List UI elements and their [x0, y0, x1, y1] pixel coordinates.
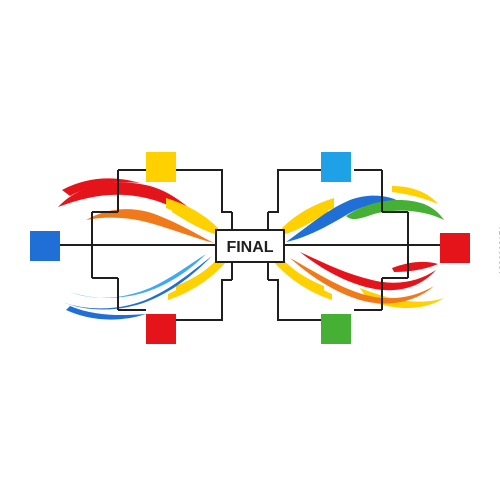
- ribbon-yellow-upper-right-tail: [392, 186, 438, 204]
- top-left-yellow-square: [146, 152, 176, 182]
- final-box-frame: [215, 229, 285, 263]
- final-label: FINAL: [226, 239, 273, 256]
- ribbon-blue-lower-left-tail: [66, 306, 146, 320]
- ribbon-red-lower-right-tail: [392, 261, 438, 272]
- bottom-right-green-square: [321, 314, 351, 344]
- bracket-left-inner-top: [176, 169, 232, 213]
- bracket-right-inner-bottom: [268, 279, 322, 321]
- left-blue-square: [30, 231, 60, 261]
- final-box: FINAL: [215, 229, 285, 263]
- bracket-lines: [58, 169, 442, 321]
- ribbon-red-lower-right: [300, 252, 436, 291]
- bracket-left-inner-bottom: [176, 279, 232, 321]
- bottom-left-red-square: [146, 314, 176, 344]
- bracket-right-inner-top: [268, 169, 322, 213]
- ribbon-lightblue-lower-left: [70, 254, 206, 298]
- ribbon-orange-upper-left: [86, 209, 214, 243]
- right-red-square: [440, 233, 470, 263]
- ribbon-blue-upper-right: [286, 195, 404, 242]
- top-right-blue-square: [321, 152, 351, 182]
- ribbon-orange-lower-right: [290, 258, 434, 304]
- ribbon-layer: [58, 178, 444, 320]
- ribbon-yellow-lower-right-wing: [280, 256, 324, 290]
- ribbon-red-upper-left-tail: [62, 178, 140, 196]
- ribbon-yellow-lower-left-wing: [176, 256, 220, 290]
- ribbon-yellow-upper-right-wing: [278, 206, 328, 236]
- ribbon-green-upper-right: [346, 200, 444, 220]
- ribbon-yellow-upper-left-wing: [172, 206, 222, 236]
- ribbon-red-upper-left: [58, 182, 214, 232]
- team-slots: [30, 152, 470, 344]
